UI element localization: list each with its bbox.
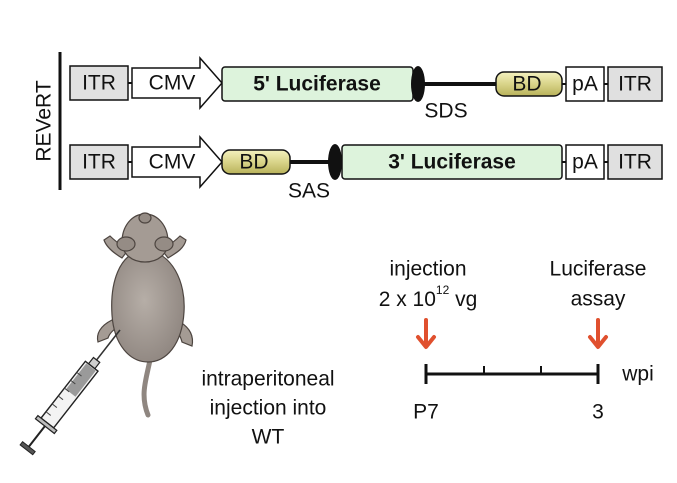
bottom-itr-right-label: ITR [618,151,652,174]
bottom-bd-label: BD [239,151,268,174]
timeline-event2-line2: assay [571,288,626,311]
syringe-fluid [66,363,96,397]
bottom-pa-box [565,144,605,180]
syringe-flange [34,414,58,435]
syringe-needle [95,329,121,361]
injection-marker-arrow [416,318,436,349]
injection-desc-line2: injection into [210,397,327,420]
timeline-event1-line1: injection [389,258,466,281]
top-5-luciferase-label: 5' Luciferase [253,73,381,96]
bottom-3-luciferase-label: 3' Luciferase [388,151,516,174]
top-itr-right-label: ITR [618,73,652,96]
injection-desc-line3: WT [252,426,285,449]
top-splice-label: SDS [424,100,467,123]
top-bd-label: BD [512,73,541,96]
bottom-itr-left-label: ITR [82,151,116,174]
timeline-event1-dose: 2 x 1012 vg [379,283,478,310]
mouse-head [121,213,169,263]
bottom-cmv-arrow [131,135,223,189]
injection-desc-line1: intraperitoneal [201,368,334,391]
top-pa-label: pA [572,73,598,96]
mouse-tail [141,357,153,418]
timeline: injection 2 x 1012 vg Luciferase assay w… [379,258,654,424]
timeline-event2-line1: Luciferase [550,258,647,281]
bottom-pa-label: pA [572,151,598,174]
mouse-body [111,249,185,363]
mouse-ear-right [154,236,174,252]
mouse-illustration [96,212,194,418]
construct-bottom: ITR CMV BD SAS 3' Luciferase pA ITR [69,135,663,203]
timeline-start-label: P7 [413,401,439,424]
mouse-snout [138,212,152,224]
top-itr-right-box [607,66,663,102]
top-pa-box [565,66,605,102]
bottom-splice-acceptor-site [328,144,342,180]
bottom-cmv-label: CMV [149,151,196,174]
construct-top: ITR CMV 5' Luciferase SDS BD pA ITR [69,56,663,123]
top-itr-left-label: ITR [82,72,116,95]
top-cmv-label: CMV [149,72,196,95]
timeline-unit-label: wpi [621,363,654,386]
top-splice-donor-site [411,66,425,102]
syringe-plunger-head [19,440,36,456]
mouse-ear-left [116,236,136,252]
syringe-icon [19,329,121,456]
bottom-itr-right-box [607,144,663,180]
bottom-splice-label: SAS [288,180,330,203]
syringe-plunger-rod [28,425,46,448]
group-label: REVeRT [33,80,56,161]
top-cmv-arrow [131,56,223,110]
assay-marker-arrow [588,318,608,349]
timeline-end-label: 3 [592,401,604,424]
